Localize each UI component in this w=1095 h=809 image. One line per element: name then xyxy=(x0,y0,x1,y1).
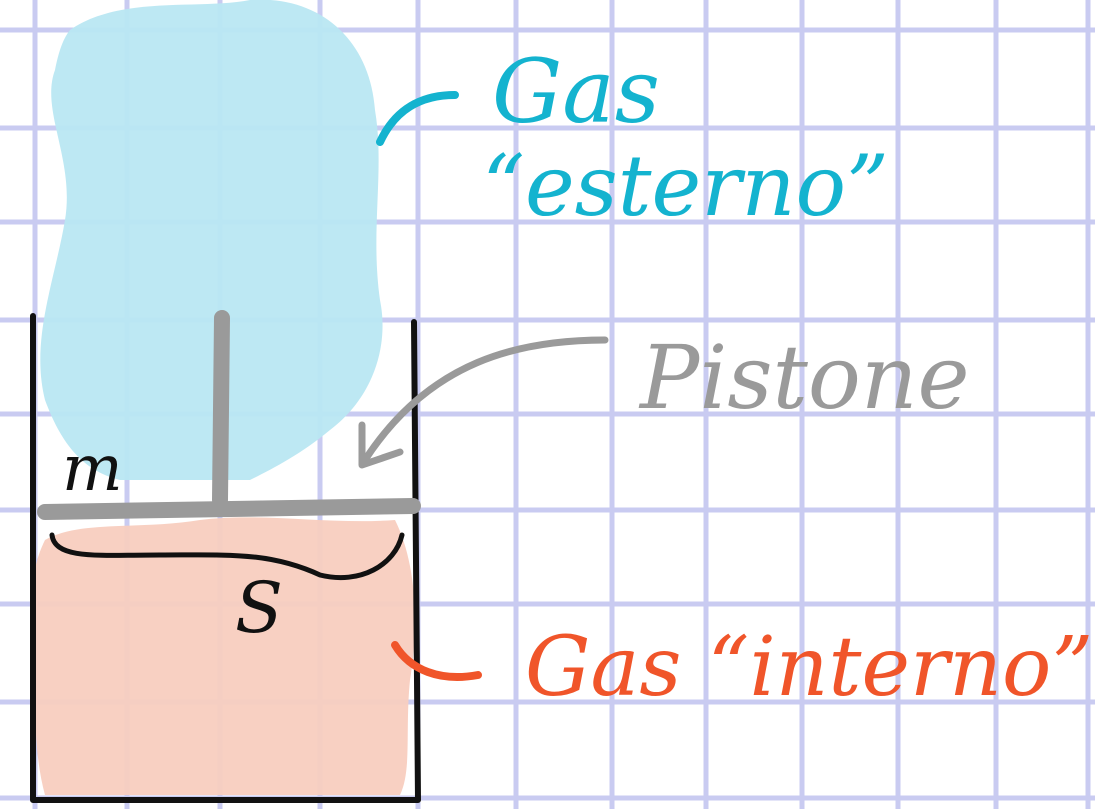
pistone-arrow-shaft xyxy=(361,336,609,464)
internal-gas-region xyxy=(31,517,416,795)
gas-esterno-label-line1: Gas xyxy=(492,40,660,143)
external-gas-pointer xyxy=(376,91,459,146)
cylinder-container xyxy=(30,313,421,803)
mass-label: m xyxy=(62,432,123,506)
surface-label: S xyxy=(235,567,283,649)
gas-esterno-label-line2: “esterno” xyxy=(482,137,889,235)
internal-gas-pointer xyxy=(391,641,482,681)
surface-brace xyxy=(49,532,405,581)
external-gas-region xyxy=(40,0,383,480)
pistone-label: Pistone xyxy=(638,326,970,429)
piston-rod xyxy=(212,310,230,508)
gas-interno-label: Gas “interno” xyxy=(525,620,1093,715)
piston-plate xyxy=(37,498,421,520)
pistone-arrow-head xyxy=(358,421,404,469)
piston xyxy=(37,310,421,520)
